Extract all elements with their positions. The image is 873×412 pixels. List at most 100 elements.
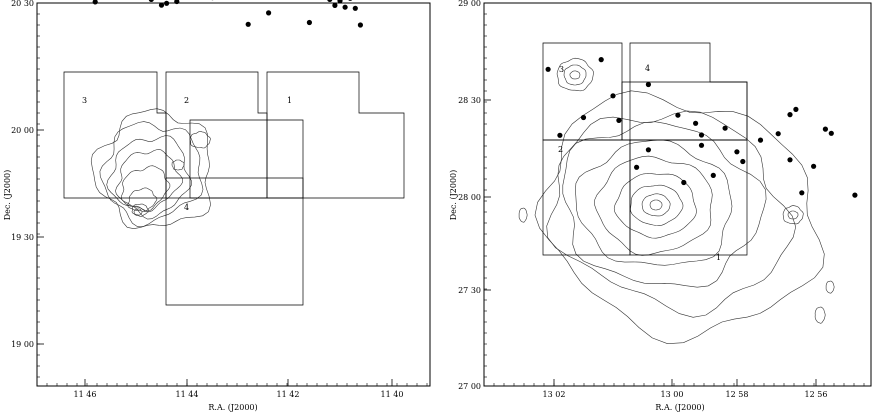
data-point — [793, 106, 799, 112]
x-tick-label: 11 42 — [277, 390, 300, 399]
region-label: 2 — [558, 145, 563, 154]
data-point — [616, 117, 622, 123]
data-point — [158, 2, 165, 8]
data-point — [828, 130, 834, 136]
data-point — [348, 0, 353, 1]
left-plot-frame — [36, 2, 431, 387]
region-outline — [629, 42, 748, 141]
data-point — [645, 81, 652, 88]
x-tick-label: 12 58 — [726, 390, 749, 399]
data-point — [352, 5, 358, 11]
left-x-ticks: 11 46 11 44 11 42 11 40 — [46, 379, 428, 399]
data-point — [811, 163, 817, 169]
y-tick-label: 27 30 — [458, 286, 481, 295]
data-point — [266, 10, 272, 16]
data-point — [710, 172, 716, 178]
region-outline — [542, 42, 623, 141]
region-outline — [629, 139, 748, 256]
data-point — [357, 22, 363, 28]
y-tick-label: 28 00 — [458, 193, 481, 202]
right-x-axis-title: R.A. (J2000) — [655, 403, 704, 412]
data-point — [645, 147, 652, 153]
contour-line — [613, 173, 697, 239]
contour-line — [120, 165, 171, 212]
contour-line — [814, 306, 826, 324]
data-point — [634, 164, 640, 170]
data-point — [852, 192, 858, 198]
data-point — [545, 66, 551, 72]
x-tick-label: 11 40 — [381, 390, 404, 399]
y-tick-label: 27 00 — [458, 382, 481, 391]
contour-line — [518, 207, 528, 223]
region-label: 4 — [645, 64, 650, 73]
data-point — [740, 158, 746, 165]
x-tick-label: 12 56 — [805, 390, 828, 399]
data-point — [580, 114, 587, 121]
data-point — [799, 190, 805, 196]
region-outline — [165, 71, 268, 199]
contour-line — [825, 280, 835, 294]
contour-line — [594, 155, 713, 256]
x-tick-label: 13 02 — [543, 390, 566, 399]
left-contours — [90, 108, 211, 230]
contour-line — [133, 208, 143, 216]
contour-line — [649, 199, 663, 211]
x-tick-label: 13 00 — [661, 390, 684, 399]
data-point — [342, 4, 348, 10]
region-outline — [621, 81, 748, 141]
data-point — [598, 57, 604, 63]
contour-line — [562, 121, 767, 288]
right-contours — [518, 57, 835, 345]
data-point — [787, 112, 793, 118]
data-point — [681, 179, 687, 186]
x-tick-label: 11 44 — [176, 390, 199, 399]
data-point — [92, 0, 98, 5]
contour-line — [575, 139, 733, 266]
contour-line — [171, 159, 185, 171]
contour-line — [641, 193, 671, 217]
y-tick-label: 19 30 — [11, 233, 34, 242]
contour-line — [787, 210, 799, 220]
contour-line — [546, 110, 797, 318]
y-tick-label: 20 00 — [11, 126, 34, 135]
left-points — [92, 0, 363, 28]
data-point — [327, 0, 333, 2]
contour-line — [569, 70, 581, 80]
region-outline — [189, 119, 304, 199]
region-outline — [542, 139, 631, 256]
contour-line — [115, 149, 183, 213]
region-label: 4 — [184, 203, 189, 212]
region-outline — [63, 71, 167, 199]
right-region-labels: 1 2 3 4 — [558, 64, 721, 262]
region-label: 1 — [287, 96, 292, 105]
region-label: 1 — [716, 253, 721, 262]
left-regions — [63, 71, 405, 306]
data-point — [698, 132, 705, 138]
region-label: 3 — [559, 65, 564, 74]
x-tick-label: 11 46 — [74, 390, 97, 399]
data-point — [787, 157, 793, 163]
left-y-axis-title: Dec. (J2000) — [3, 170, 12, 221]
right-y-axis-title: Dec. (J2000) — [449, 170, 458, 221]
right-regions — [542, 42, 748, 256]
y-tick-label: 29 00 — [458, 0, 481, 8]
data-point — [332, 2, 338, 8]
data-point — [822, 126, 829, 132]
y-tick-label: 19 00 — [11, 340, 34, 349]
contour-line — [90, 108, 211, 230]
right-plot-frame — [483, 2, 872, 387]
data-point — [306, 19, 312, 26]
data-point — [174, 0, 180, 5]
contour-line — [534, 90, 825, 345]
data-point — [675, 112, 681, 118]
contour-line — [106, 135, 192, 220]
contour-line — [99, 121, 204, 227]
region-outline — [266, 71, 405, 199]
data-point — [245, 21, 251, 27]
contour-line — [127, 187, 158, 213]
right-points — [545, 57, 858, 198]
contour-line — [782, 205, 804, 225]
contour-line — [556, 57, 594, 92]
